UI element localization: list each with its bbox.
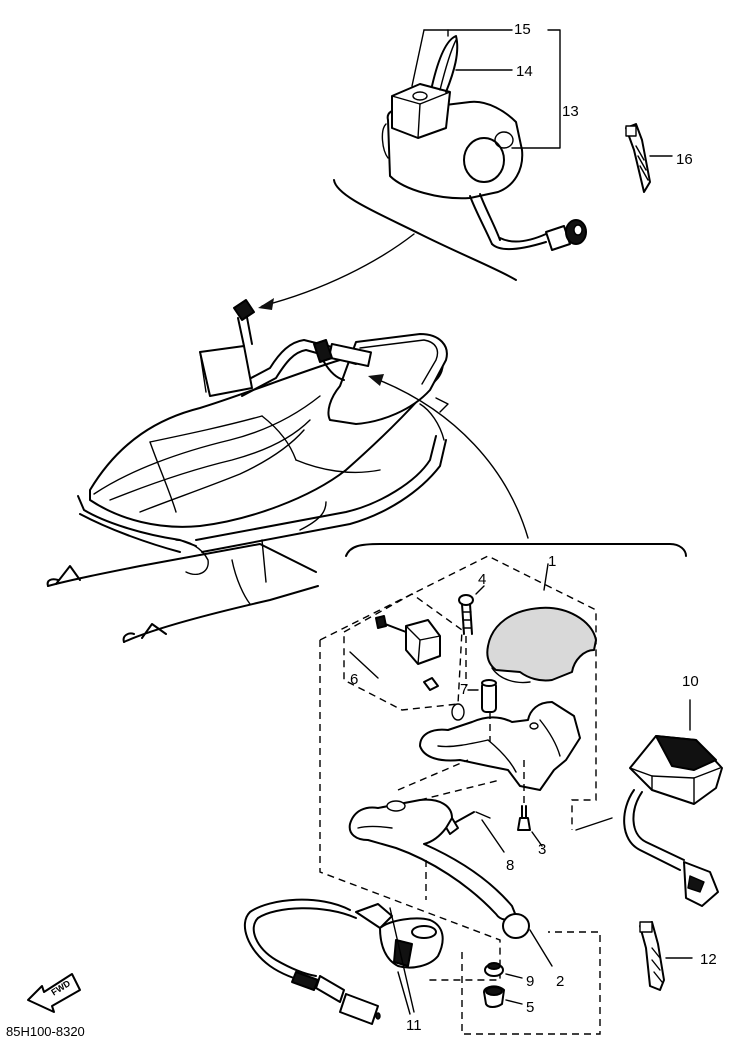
callout-6: 6 [350, 671, 358, 688]
assembly-1-boundary [319, 555, 597, 981]
callout-11: 11 [406, 1017, 422, 1034]
part-6-adjuster [375, 615, 441, 691]
callout-lines-13-15 [411, 29, 561, 149]
cable-tie-16 [625, 123, 673, 193]
throttle-cover [486, 606, 597, 684]
part-3-screw [517, 805, 543, 847]
throttle-housing [419, 701, 581, 791]
alignment-dashes [397, 636, 525, 900]
top-assembly-bracket [333, 179, 517, 281]
callout-15: 15 [514, 21, 531, 38]
callout-3: 3 [538, 841, 546, 858]
assembly-6-boundary [343, 593, 463, 711]
callout-9: 9 [526, 973, 534, 990]
part-7-pin [467, 679, 497, 713]
callout-1: 1 [548, 553, 556, 570]
arrow-to-throttle [368, 374, 529, 539]
callout-16: 16 [676, 151, 693, 168]
cable-tie-12 [639, 921, 693, 991]
callout-4: 4 [478, 571, 486, 588]
throttle-lever [348, 798, 530, 939]
lower-assembly-bracket [345, 543, 687, 557]
callout-13: 13 [562, 103, 579, 120]
assembly-1-boundary-lower [461, 931, 601, 1035]
control-module-10 [575, 699, 723, 907]
part-5-cap [483, 985, 523, 1008]
callout-numbers: 15 14 13 16 1 4 6 7 10 3 8 12 9 2 5 11 [350, 21, 717, 1034]
fwd-arrow-icon: FWD [27, 973, 81, 1013]
part-9-collar [484, 962, 523, 979]
callout-leaders-lower [349, 563, 553, 1013]
callout-2: 2 [556, 973, 564, 990]
callout-8: 8 [506, 857, 514, 874]
callout-7: 7 [460, 681, 468, 698]
arrow-to-handlebar [258, 233, 415, 310]
callout-5: 5 [526, 999, 534, 1016]
callout-14: 14 [516, 63, 533, 80]
part-4-bolt [458, 585, 485, 635]
callout-10: 10 [682, 673, 699, 690]
snowmobile-illustration [46, 299, 449, 643]
switch-box-assembly [381, 35, 587, 251]
callout-12: 12 [700, 951, 717, 968]
diagram-code: 85H100-8320 [6, 1024, 85, 1039]
